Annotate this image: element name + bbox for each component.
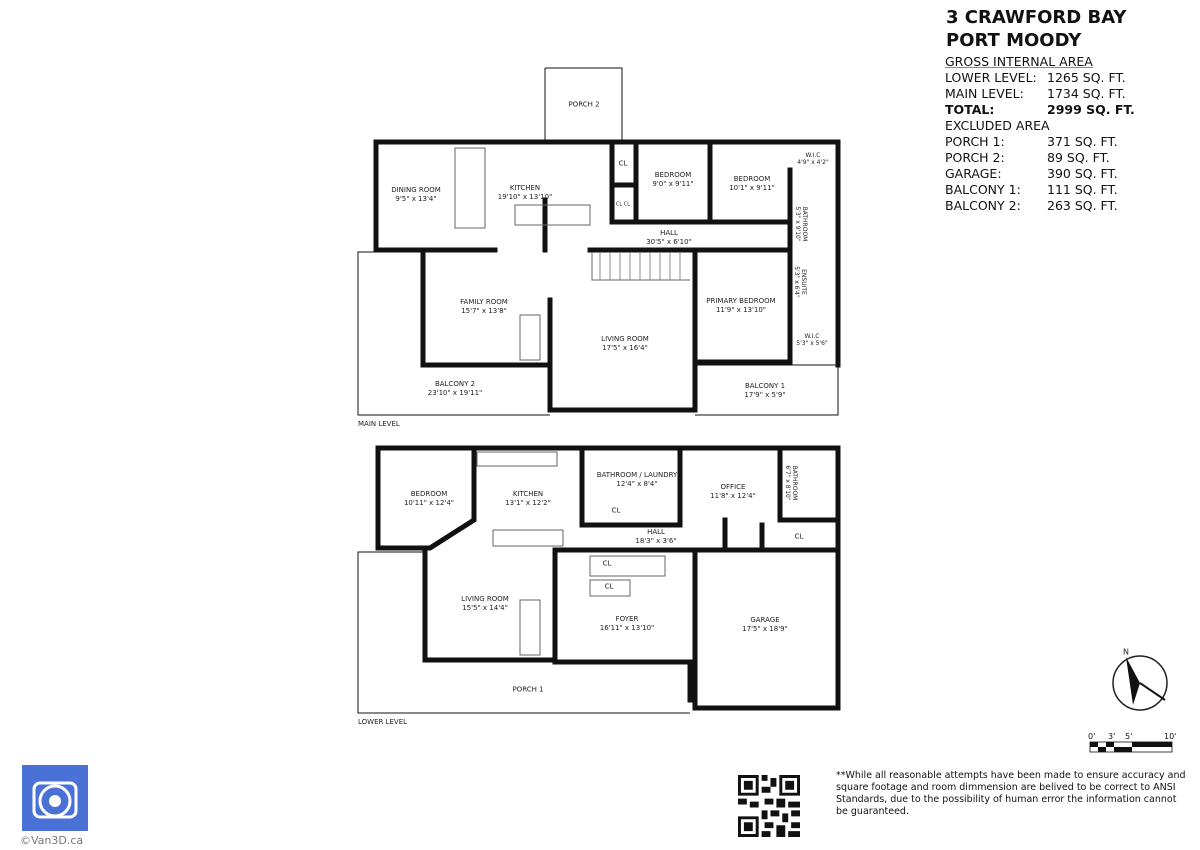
total-label: TOTAL: [945, 102, 995, 117]
excluded-area-heading: EXCLUDED AREA [945, 118, 1050, 133]
disclaimer: **While all reasonable attempts have bee… [836, 770, 1186, 817]
lower-level-outdoor [357, 451, 690, 714]
closet-laundry: CL [611, 506, 621, 515]
main-level-walls [373, 139, 841, 413]
gross-area-heading: GROSS INTERNAL AREA [945, 54, 1093, 69]
closet-garage: CL [794, 532, 804, 541]
title-line-2: PORT MOODY [946, 30, 1082, 51]
area-label: BALCONY 2: [945, 198, 1021, 213]
scale-tick: 0' [1088, 732, 1096, 741]
area-label: PORCH 1: [945, 134, 1005, 149]
area-value: 371 SQ. FT. [1047, 134, 1118, 149]
qr-code-icon [738, 775, 800, 837]
area-value: 1265 SQ. FT. [1047, 70, 1126, 85]
area-label: GARAGE: [945, 166, 1002, 181]
closets: CL CL [615, 201, 631, 208]
closet-foyer-1: CL [602, 559, 612, 568]
area-value: 89 SQ. FT. [1047, 150, 1110, 165]
property-title: 3 CRAWFORD BAY PORT MOODY [946, 6, 1126, 52]
closet: CL [618, 159, 628, 168]
closet-foyer-2: CL [604, 582, 614, 591]
main-level-outdoor [357, 67, 839, 416]
area-value: 390 SQ. FT. [1047, 166, 1118, 181]
scale-tick: 5' [1125, 732, 1133, 741]
porch-1: PORCH 1 [512, 685, 544, 694]
room-porch-2: PORCH 2 [568, 100, 600, 109]
lower-level-walls [375, 445, 841, 711]
area-label: BALCONY 1: [945, 182, 1021, 197]
lower-level-label: LOWER LEVEL [358, 718, 408, 726]
area-value: 111 SQ. FT. [1047, 182, 1118, 197]
logo-text: ©Van3D.ca [20, 834, 84, 847]
area-label: MAIN LEVEL: [945, 86, 1024, 101]
area-value: 263 SQ. FT. [1047, 198, 1118, 213]
total-value: 2999 SQ. FT. [1047, 102, 1135, 117]
title-line-1: 3 CRAWFORD BAY [946, 7, 1127, 28]
area-value: 1734 SQ. FT. [1047, 86, 1126, 101]
scale-bar [1089, 741, 1173, 753]
area-label: PORCH 2: [945, 150, 1005, 165]
compass-north-label: N [1123, 647, 1129, 657]
scale-tick: 10' [1164, 732, 1177, 741]
area-summary: GROSS INTERNAL AREA LOWER LEVEL: 1265 SQ.… [945, 54, 1135, 214]
compass-icon [1112, 655, 1168, 711]
van3d-logo-icon [22, 765, 88, 831]
area-label: LOWER LEVEL: [945, 70, 1037, 85]
scale-tick: 3' [1108, 732, 1116, 741]
main-level-label: MAIN LEVEL [358, 420, 400, 428]
